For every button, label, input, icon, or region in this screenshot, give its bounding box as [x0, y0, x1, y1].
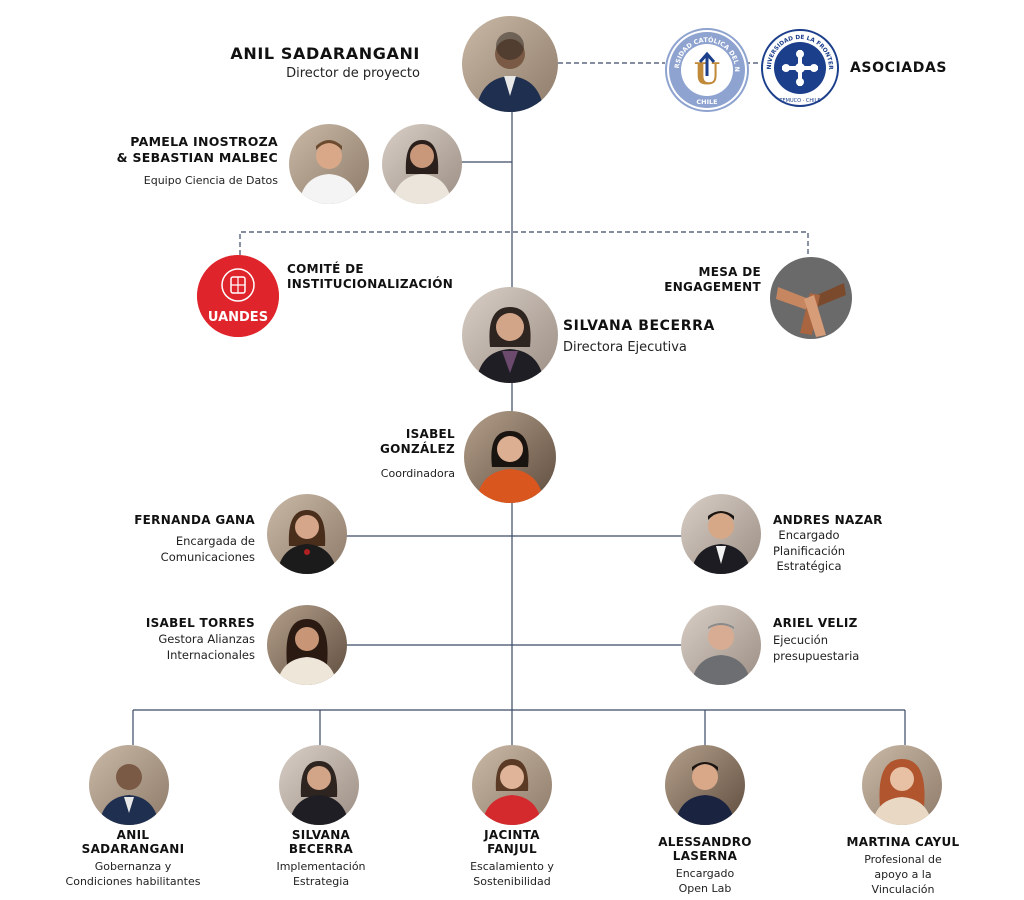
sebastian-malbec-photo [289, 124, 369, 204]
left-staff-1-role: Gestora Alianzas Internacionales [158, 632, 255, 662]
bottom-4-photo [862, 745, 942, 825]
asociadas-label: ASOCIADAS [850, 60, 948, 76]
bottom-2-name: JACINTA FANJUL [484, 828, 540, 856]
bottom-2-photo [472, 745, 552, 825]
director-photo [462, 16, 558, 112]
bottom-4-name: MARTINA CAYUL [846, 835, 960, 849]
data-science-role: Equipo Ciencia de Datos [143, 174, 278, 187]
svg-text:UANDES: UANDES [208, 310, 268, 325]
right-staff-0-photo [681, 494, 761, 574]
bottom-3-role: Encargado Open Lab [675, 867, 735, 895]
left-staff-0-name: FERNANDA GANA [134, 513, 255, 527]
bottom-0-photo [89, 745, 169, 825]
mesa-label: MESA DE ENGAGEMENT [664, 265, 761, 294]
right-staff-1-photo [681, 605, 761, 685]
svg-text:TEMUCO · CHILE: TEMUCO · CHILE [778, 98, 820, 104]
uandes-logo: UANDES [197, 255, 279, 337]
bottom-1-role: Implementación Estrategia [276, 860, 366, 888]
exec-role: Directora Ejecutiva [563, 340, 687, 355]
exec-name: SILVANA BECERRA [563, 318, 715, 334]
director-name: ANIL SADARANGANI [230, 44, 420, 63]
bottom-0-role: Gobernanza y Condiciones habilitantes [65, 860, 201, 888]
bottom-1-name: SILVANA BECERRA [288, 828, 354, 856]
left-staff-0-role: Encargada de Comunicaciones [160, 534, 255, 564]
right-staff-0-name: ANDRES NAZAR [773, 513, 883, 527]
exec-photo [462, 287, 558, 383]
pamela-inostroza-photo [382, 124, 462, 204]
coord-role: Coordinadora [380, 467, 455, 480]
director-role: Director de proyecto [286, 66, 420, 81]
right-staff-1-name: ARIEL VELIZ [773, 616, 858, 630]
coord-name: ISABEL GONZÁLEZ [379, 427, 455, 456]
right-staff-1-role: Ejecución presupuestaria [773, 633, 860, 663]
data-science-names: PAMELA INOSTROZA & SEBASTIAN MALBEC [116, 134, 278, 165]
bottom-4-role: Profesional de apoyo a la Vinculación [864, 853, 942, 896]
left-staff-0-photo [267, 494, 347, 574]
coord-photo [464, 411, 556, 503]
bottom-2-role: Escalamiento y Sostenibilidad [470, 860, 554, 888]
bottom-1-photo [279, 745, 359, 825]
left-staff-1-photo [267, 605, 347, 685]
mesa-engagement-image [770, 257, 852, 339]
right-staff-0-role: Encargado Planificación Estratégica [772, 528, 846, 573]
svg-text:CHILE: CHILE [696, 98, 717, 106]
left-staff-1-name: ISABEL TORRES [145, 616, 255, 630]
bottom-3-name: ALESSANDRO LASERNA [658, 835, 752, 863]
bottom-0-name: ANIL SADARANGANI [81, 828, 185, 856]
bottom-3-photo [665, 745, 745, 825]
comite-label: COMITÉ DE INSTITUCIONALIZACIÓN [287, 262, 454, 291]
